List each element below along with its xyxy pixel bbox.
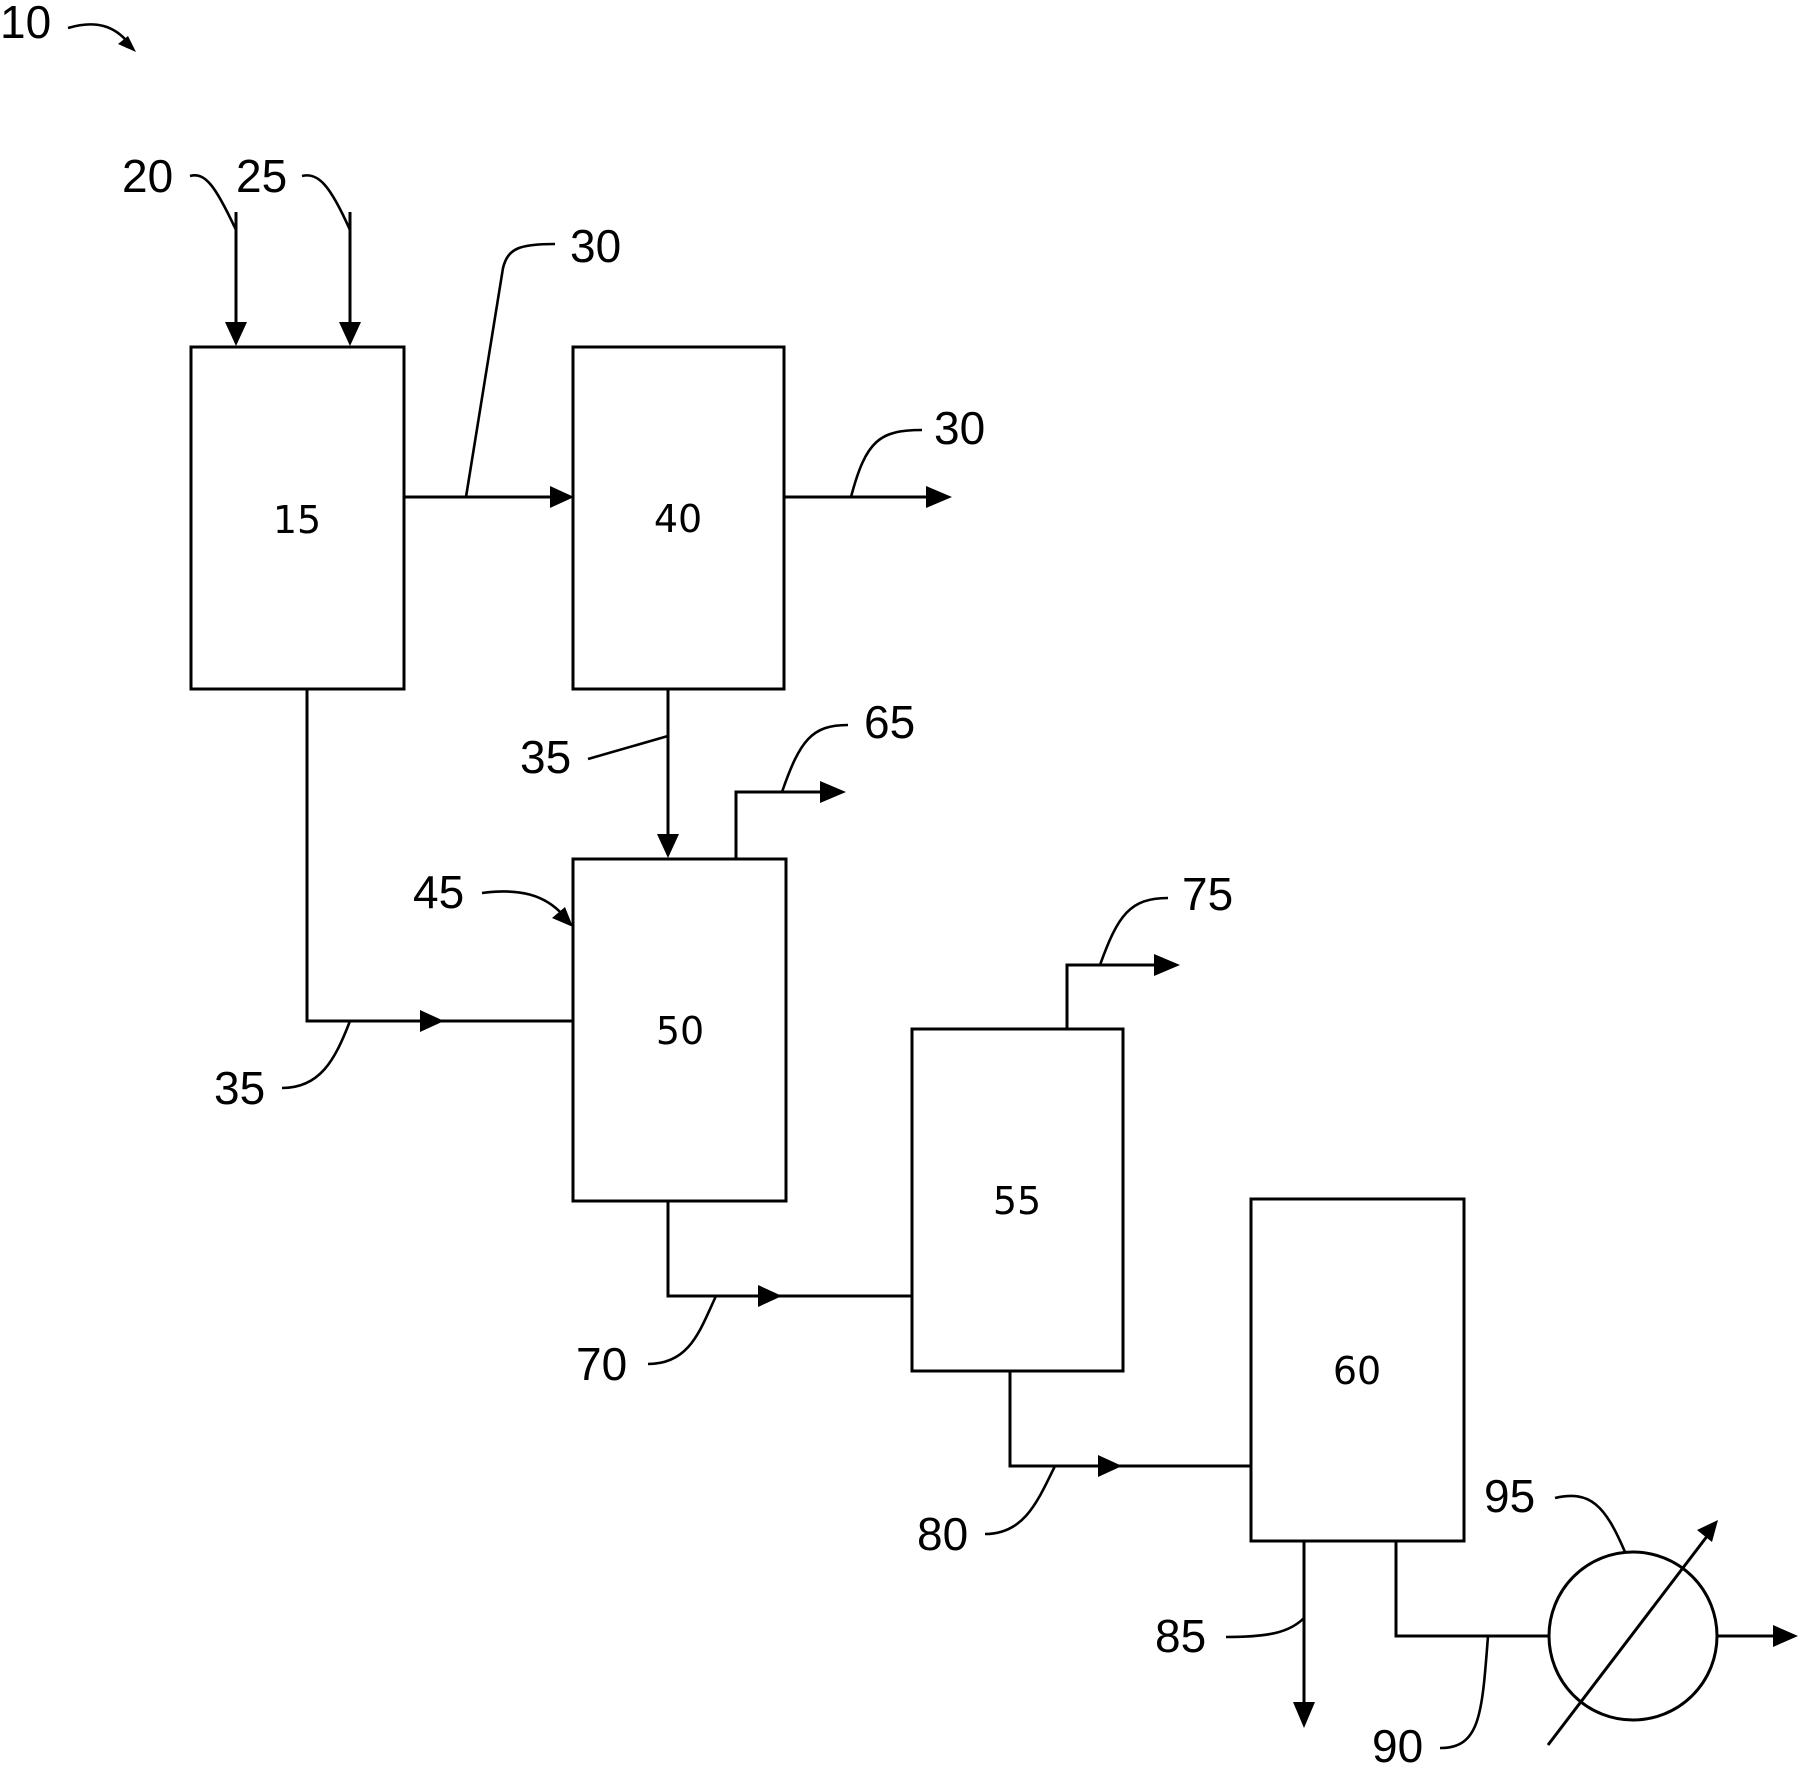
stream-35-a-label: 35 (214, 1062, 265, 1114)
stream-80-arrowhead (1098, 1455, 1122, 1477)
stream-25-arrowhead (339, 322, 361, 346)
stream-80-leader (984, 1465, 1057, 1536)
unit-50-label: 50 (656, 1009, 704, 1053)
stream-80-line (1008, 1371, 1251, 1468)
stream-25-label: 25 (236, 150, 287, 202)
unit-15-label: 15 (273, 498, 321, 542)
stream-65-label: 65 (864, 696, 915, 748)
stream-70: 70 (576, 1201, 912, 1390)
heat-exchanger-leader (1554, 1494, 1627, 1553)
unit-40: 40 (571, 345, 786, 691)
feed-stream-20: 20 (122, 150, 247, 346)
unit-60: 60 (1249, 1197, 1466, 1543)
stream-35-from-15: 35 (214, 689, 573, 1114)
figure-reference: 10 (0, 0, 136, 52)
reference-45-leader (481, 890, 564, 916)
stream-75: 75 (1065, 868, 1233, 1029)
stream-75-arrowhead (1154, 954, 1180, 976)
unit-40-label: 40 (654, 497, 702, 541)
stream-20-label: 20 (122, 150, 173, 202)
stream-85-arrowhead (1293, 1702, 1315, 1728)
feed-stream-25: 25 (236, 150, 361, 346)
heat-exchanger-adjust-arrowhead (1697, 1520, 1718, 1542)
unit-55-box (910, 1027, 1125, 1373)
unit-15-box (189, 345, 406, 691)
stream-90-line (1394, 1541, 1549, 1638)
stream-35-a-arrowhead (420, 1010, 444, 1032)
stream-90-label: 90 (1372, 1720, 1423, 1767)
heat-exchanger-label: 95 (1484, 1470, 1535, 1522)
stream-75-leader (1098, 896, 1169, 966)
stream-25-leader (301, 174, 352, 231)
stream-65: 65 (734, 696, 915, 859)
stream-35-b-leader (587, 734, 669, 761)
stream-65-arrowhead (820, 781, 846, 803)
stream-65-line (734, 790, 824, 859)
unit-55: 55 (910, 1027, 1125, 1373)
stream-35-b-label: 35 (520, 731, 571, 783)
stream-75-line (1065, 963, 1158, 1029)
stream-30-outlet-leader (849, 428, 923, 498)
stream-30-inlet-arrowhead (550, 486, 574, 508)
reference-45: 45 (413, 866, 573, 927)
stream-90-leader (1439, 1635, 1490, 1750)
unit-15: 15 (189, 345, 406, 691)
stream-35-b-arrowhead (657, 834, 679, 858)
reference-45-arrowhead (552, 907, 573, 927)
stream-30-inlet: 30 (404, 220, 621, 508)
heat-exchanger-95: 95 (1484, 1470, 1798, 1746)
stream-35-from-40: 35 (520, 689, 679, 858)
stream-70-arrowhead (758, 1285, 782, 1307)
stream-70-line (666, 1201, 912, 1298)
heat-exchanger-adjust-arrow-line (1546, 1534, 1710, 1746)
stream-65-leader (780, 723, 849, 793)
stream-85-leader (1225, 1617, 1305, 1639)
stream-30-outlet-arrowhead (926, 486, 952, 508)
stream-75-label: 75 (1182, 868, 1233, 920)
unit-50: 50 (571, 857, 788, 1203)
stream-80: 80 (917, 1371, 1251, 1560)
stream-70-leader (647, 1295, 718, 1366)
heat-exchanger-circle (1547, 1550, 1719, 1722)
stream-85: 85 (1155, 1541, 1315, 1728)
unit-55-label: 55 (993, 1179, 1041, 1223)
unit-60-box (1249, 1197, 1466, 1543)
stream-80-label: 80 (917, 1508, 968, 1560)
stream-20-leader (189, 174, 238, 231)
stream-35-a-leader (281, 1020, 352, 1090)
unit-50-box (571, 857, 788, 1203)
stream-20-arrowhead (225, 322, 247, 346)
stream-30-outlet-label: 30 (934, 402, 985, 454)
stream-90: 90 (1372, 1541, 1549, 1767)
stream-30-inlet-label: 30 (570, 220, 621, 272)
reference-45-label: 45 (413, 866, 464, 918)
heat-exchanger-outlet-arrowhead (1773, 1625, 1798, 1647)
stream-30-outlet: 30 (784, 402, 985, 508)
stream-70-label: 70 (576, 1338, 627, 1390)
unit-40-box (571, 345, 786, 691)
unit-60-label: 60 (1333, 1349, 1381, 1393)
stream-85-label: 85 (1155, 1610, 1206, 1662)
figure-number-label: 10 (0, 0, 51, 48)
stream-30-inlet-leader (464, 242, 556, 498)
stream-35-a-line (305, 689, 573, 1023)
figure-reference-arrowhead (118, 36, 136, 52)
